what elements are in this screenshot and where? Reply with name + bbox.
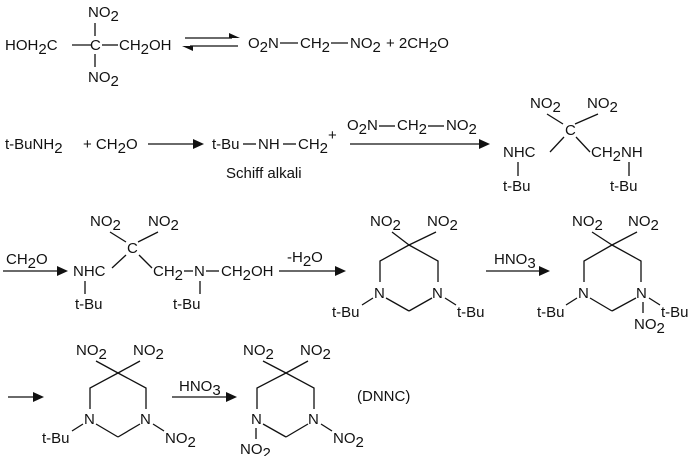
int-hn-left: NHC: [73, 263, 106, 280]
hno3-label-2: HNO3: [179, 378, 221, 399]
reaction-arrow-2: O2N CH2 NO2: [347, 117, 490, 149]
ring3-tbu-left: t-Bu: [42, 430, 70, 447]
reagent-ch2o-arrow: CH2O: [3, 251, 68, 276]
schiff-alkali-caption: Schiff alkali: [226, 165, 302, 182]
ring3-n-left: N: [84, 411, 95, 428]
reagent-ch2: CH2: [397, 117, 427, 138]
minus-h2o-label: -H2O: [287, 249, 323, 270]
nitromethane-product: O2N CH2 NO2 + 2CH2O: [248, 35, 449, 56]
ring2-nitro-left: NO2: [572, 213, 603, 234]
dehydration-arrow: -H2O: [279, 249, 346, 276]
ring1-tbu-left: t-Bu: [332, 304, 360, 321]
product-nitro-left: NO2: [530, 95, 561, 116]
hoh2c-label: HOH2C: [5, 37, 58, 58]
reagent-nitromethane: O2N: [347, 117, 378, 138]
no2-label: NO2: [350, 35, 381, 56]
ring3-n-right: N: [140, 411, 151, 428]
bis-amine-product: NO2 NO2 C NHC CH2NH t-Bu t-Bu: [503, 95, 643, 195]
reagent-ch2o-label: CH2O: [6, 251, 48, 272]
ring2-n-right: N: [636, 285, 647, 302]
reagent-no2: NO2: [446, 117, 477, 138]
plus-2ch2o: + 2CH2O: [386, 35, 449, 56]
nitration-arrow-1: HNO3: [486, 251, 550, 276]
nh-label: NH: [258, 136, 280, 153]
int-tbu-right: t-Bu: [173, 296, 201, 313]
dnnc-n-nitro-left: NO2: [240, 441, 271, 456]
product-tbu-left: t-Bu: [503, 178, 531, 195]
dnnc-caption: (DNNC): [357, 388, 410, 405]
hno3-label-1: HNO3: [494, 251, 536, 272]
dnnc-nitro-left: NO2: [243, 342, 274, 363]
ring1-n-left: N: [374, 285, 385, 302]
product-nh2-left: NHC: [503, 144, 536, 161]
ring3-nitro-right: NO2: [133, 342, 164, 363]
dnnc-n-right: N: [308, 411, 319, 428]
ring2-n-nitro: NO2: [634, 316, 665, 337]
tbu-label: t-Bu: [212, 136, 240, 153]
dnnc-nitro-right: NO2: [300, 342, 331, 363]
ring1-nitro-right: NO2: [427, 213, 458, 234]
amine-formaldehyde: t-BuNH2 + CH2O: [5, 136, 138, 157]
ring2-tbu-left: t-Bu: [537, 304, 565, 321]
ring2-nitro-right: NO2: [628, 213, 659, 234]
o2n-label: O2N: [248, 35, 279, 56]
ring-di-tbu: NO2 NO2 N N t-Bu t-Bu: [332, 213, 485, 321]
cation-ch2: CH2+: [298, 127, 337, 157]
ring2-tbu-right: t-Bu: [661, 304, 689, 321]
dnnc-n-nitro-right: NO2: [333, 430, 364, 451]
int-carbon: C: [127, 240, 138, 257]
ring1-tbu-right: t-Bu: [457, 304, 485, 321]
int-n: N: [194, 263, 205, 280]
product-carbon: C: [565, 122, 576, 139]
ring-mono-tbu: NO2 NO2 N N t-Bu NO2: [42, 342, 196, 451]
product-nitro-right: NO2: [587, 95, 618, 116]
nitro-bottom-label: NO2: [88, 69, 119, 90]
central-carbon: C: [90, 37, 101, 54]
hydroxymethyl-intermediate: NO2 NO2 C NHC CH2 N CH2OH t-Bu t-Bu: [73, 213, 274, 313]
int-tbu-left: t-Bu: [75, 296, 103, 313]
nitro-top-label: NO2: [88, 4, 119, 25]
product-ch2nh-right: CH2NH: [591, 144, 643, 165]
int-ch2oh: CH2OH: [221, 263, 274, 284]
int-ch2-right: CH2: [153, 263, 183, 284]
ch2oh-label: CH2OH: [119, 37, 172, 58]
lead-in-arrow: [8, 392, 44, 402]
ring2-n-left: N: [578, 285, 589, 302]
diol-molecule: NO2 HOH2C C CH2OH NO2: [5, 4, 172, 90]
int-nitro-left: NO2: [90, 213, 121, 234]
schiff-cation: t-Bu NH CH2+ Schiff alkali: [212, 127, 337, 182]
ch2-label: CH2: [300, 35, 330, 56]
ring3-n-nitro: NO2: [165, 430, 196, 451]
plus-ch2o: + CH2O: [83, 136, 138, 157]
reaction-arrow-1: [148, 139, 204, 149]
equilibrium-arrow: [182, 33, 240, 51]
dnnc-molecule: NO2 NO2 N N NO2 NO2 (DNNC): [240, 342, 410, 456]
ring3-nitro-left: NO2: [76, 342, 107, 363]
product-tbu-right: t-Bu: [610, 178, 638, 195]
ring-mono-nitramine: NO2 NO2 N N t-Bu t-Bu NO2: [537, 213, 689, 337]
ring1-n-right: N: [432, 285, 443, 302]
int-nitro-right: NO2: [148, 213, 179, 234]
tbunh2-label: t-BuNH2: [5, 136, 63, 157]
ring1-nitro-left: NO2: [370, 213, 401, 234]
dnnc-n-left: N: [251, 411, 262, 428]
nitration-arrow-2: HNO3: [172, 378, 237, 402]
